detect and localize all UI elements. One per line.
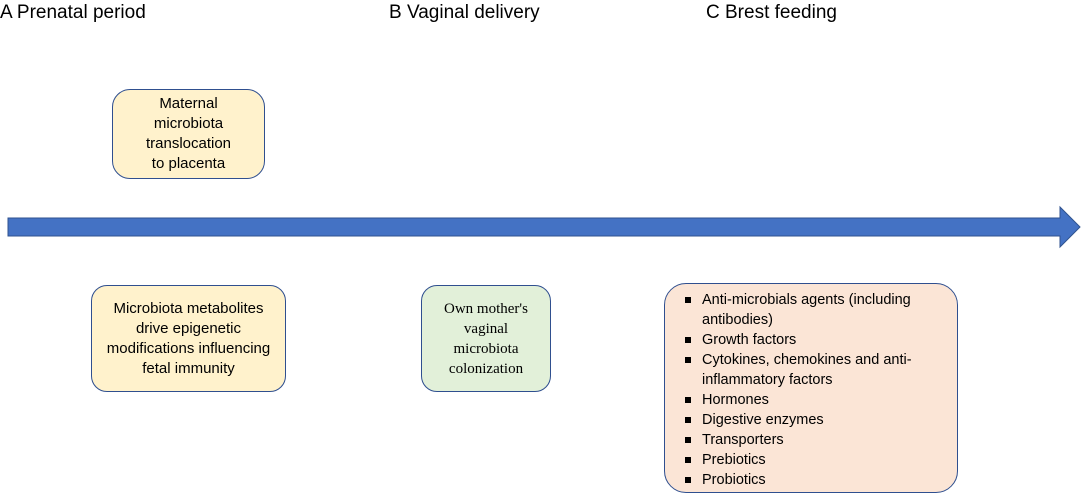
square-bullet-icon xyxy=(685,357,691,363)
box-text-line: Maternal xyxy=(159,95,218,112)
box-text-line: translocation xyxy=(145,135,232,152)
square-bullet-icon xyxy=(685,457,691,463)
microbiota-metabolites-box: Microbiota metabolites drive epigenetic … xyxy=(91,285,286,392)
box-text-line: modifications influencing xyxy=(106,339,271,357)
list-item-text: Transporters xyxy=(702,432,784,448)
list-item-text: Digestive enzymes xyxy=(702,412,824,428)
list-item-text: Cytokines, chemokines and anti- xyxy=(702,352,912,368)
phase-heading-vaginal-delivery: B Vaginal delivery xyxy=(389,2,540,23)
square-bullet-icon xyxy=(685,477,691,483)
list-item: Hormones xyxy=(685,390,912,410)
square-bullet-icon xyxy=(685,297,691,303)
list-item-text: Anti-microbials agents (including xyxy=(702,292,911,308)
list-item: Anti-microbials agents (including antibo… xyxy=(685,290,912,330)
box-text-line: fetal immunity xyxy=(142,359,235,377)
list-item-text: Growth factors xyxy=(702,332,797,348)
box-text-line: microbiota xyxy=(153,115,224,132)
breast-milk-components-list: Anti-microbials agents (including antibo… xyxy=(685,290,912,490)
breast-milk-components-box: Anti-microbials agents (including antibo… xyxy=(664,283,958,493)
list-item: Growth factors xyxy=(685,330,912,350)
list-item-text: Probiotics xyxy=(702,472,766,488)
list-item-text: Hormones xyxy=(702,392,769,408)
box-text-line: drive epigenetic xyxy=(135,319,242,337)
box-text-line: colonization xyxy=(448,360,524,377)
phase-heading-breast-feeding: C Brest feeding xyxy=(706,2,837,23)
box-text-line: to placenta xyxy=(151,155,226,172)
vaginal-colonization-box: Own mother's vaginal microbiota coloniza… xyxy=(421,285,551,392)
list-item-text: antibodies) xyxy=(702,312,773,328)
list-item: Digestive enzymes xyxy=(685,410,912,430)
square-bullet-icon xyxy=(685,417,691,423)
square-bullet-icon xyxy=(685,337,691,343)
box-text-line: vaginal xyxy=(463,320,509,337)
list-item: Probiotics xyxy=(685,470,912,490)
list-item-text: Prebiotics xyxy=(702,452,766,468)
box-text-line: Own mother's xyxy=(444,300,528,317)
list-item: Prebiotics xyxy=(685,450,912,470)
maternal-translocation-box: Maternal microbiota translocation to pla… xyxy=(112,89,265,179)
list-item-text: inflammatory factors xyxy=(702,372,833,388)
box-text-line: Microbiota metabolites xyxy=(113,299,264,317)
square-bullet-icon xyxy=(685,397,691,403)
box-text-line: microbiota xyxy=(453,340,519,357)
square-bullet-icon xyxy=(685,437,691,443)
timeline-arrow-shape xyxy=(7,205,1081,249)
list-item: Cytokines, chemokines and anti- inflamma… xyxy=(685,350,912,390)
phase-heading-prenatal: A Prenatal period xyxy=(0,2,146,23)
list-item: Transporters xyxy=(685,430,912,450)
